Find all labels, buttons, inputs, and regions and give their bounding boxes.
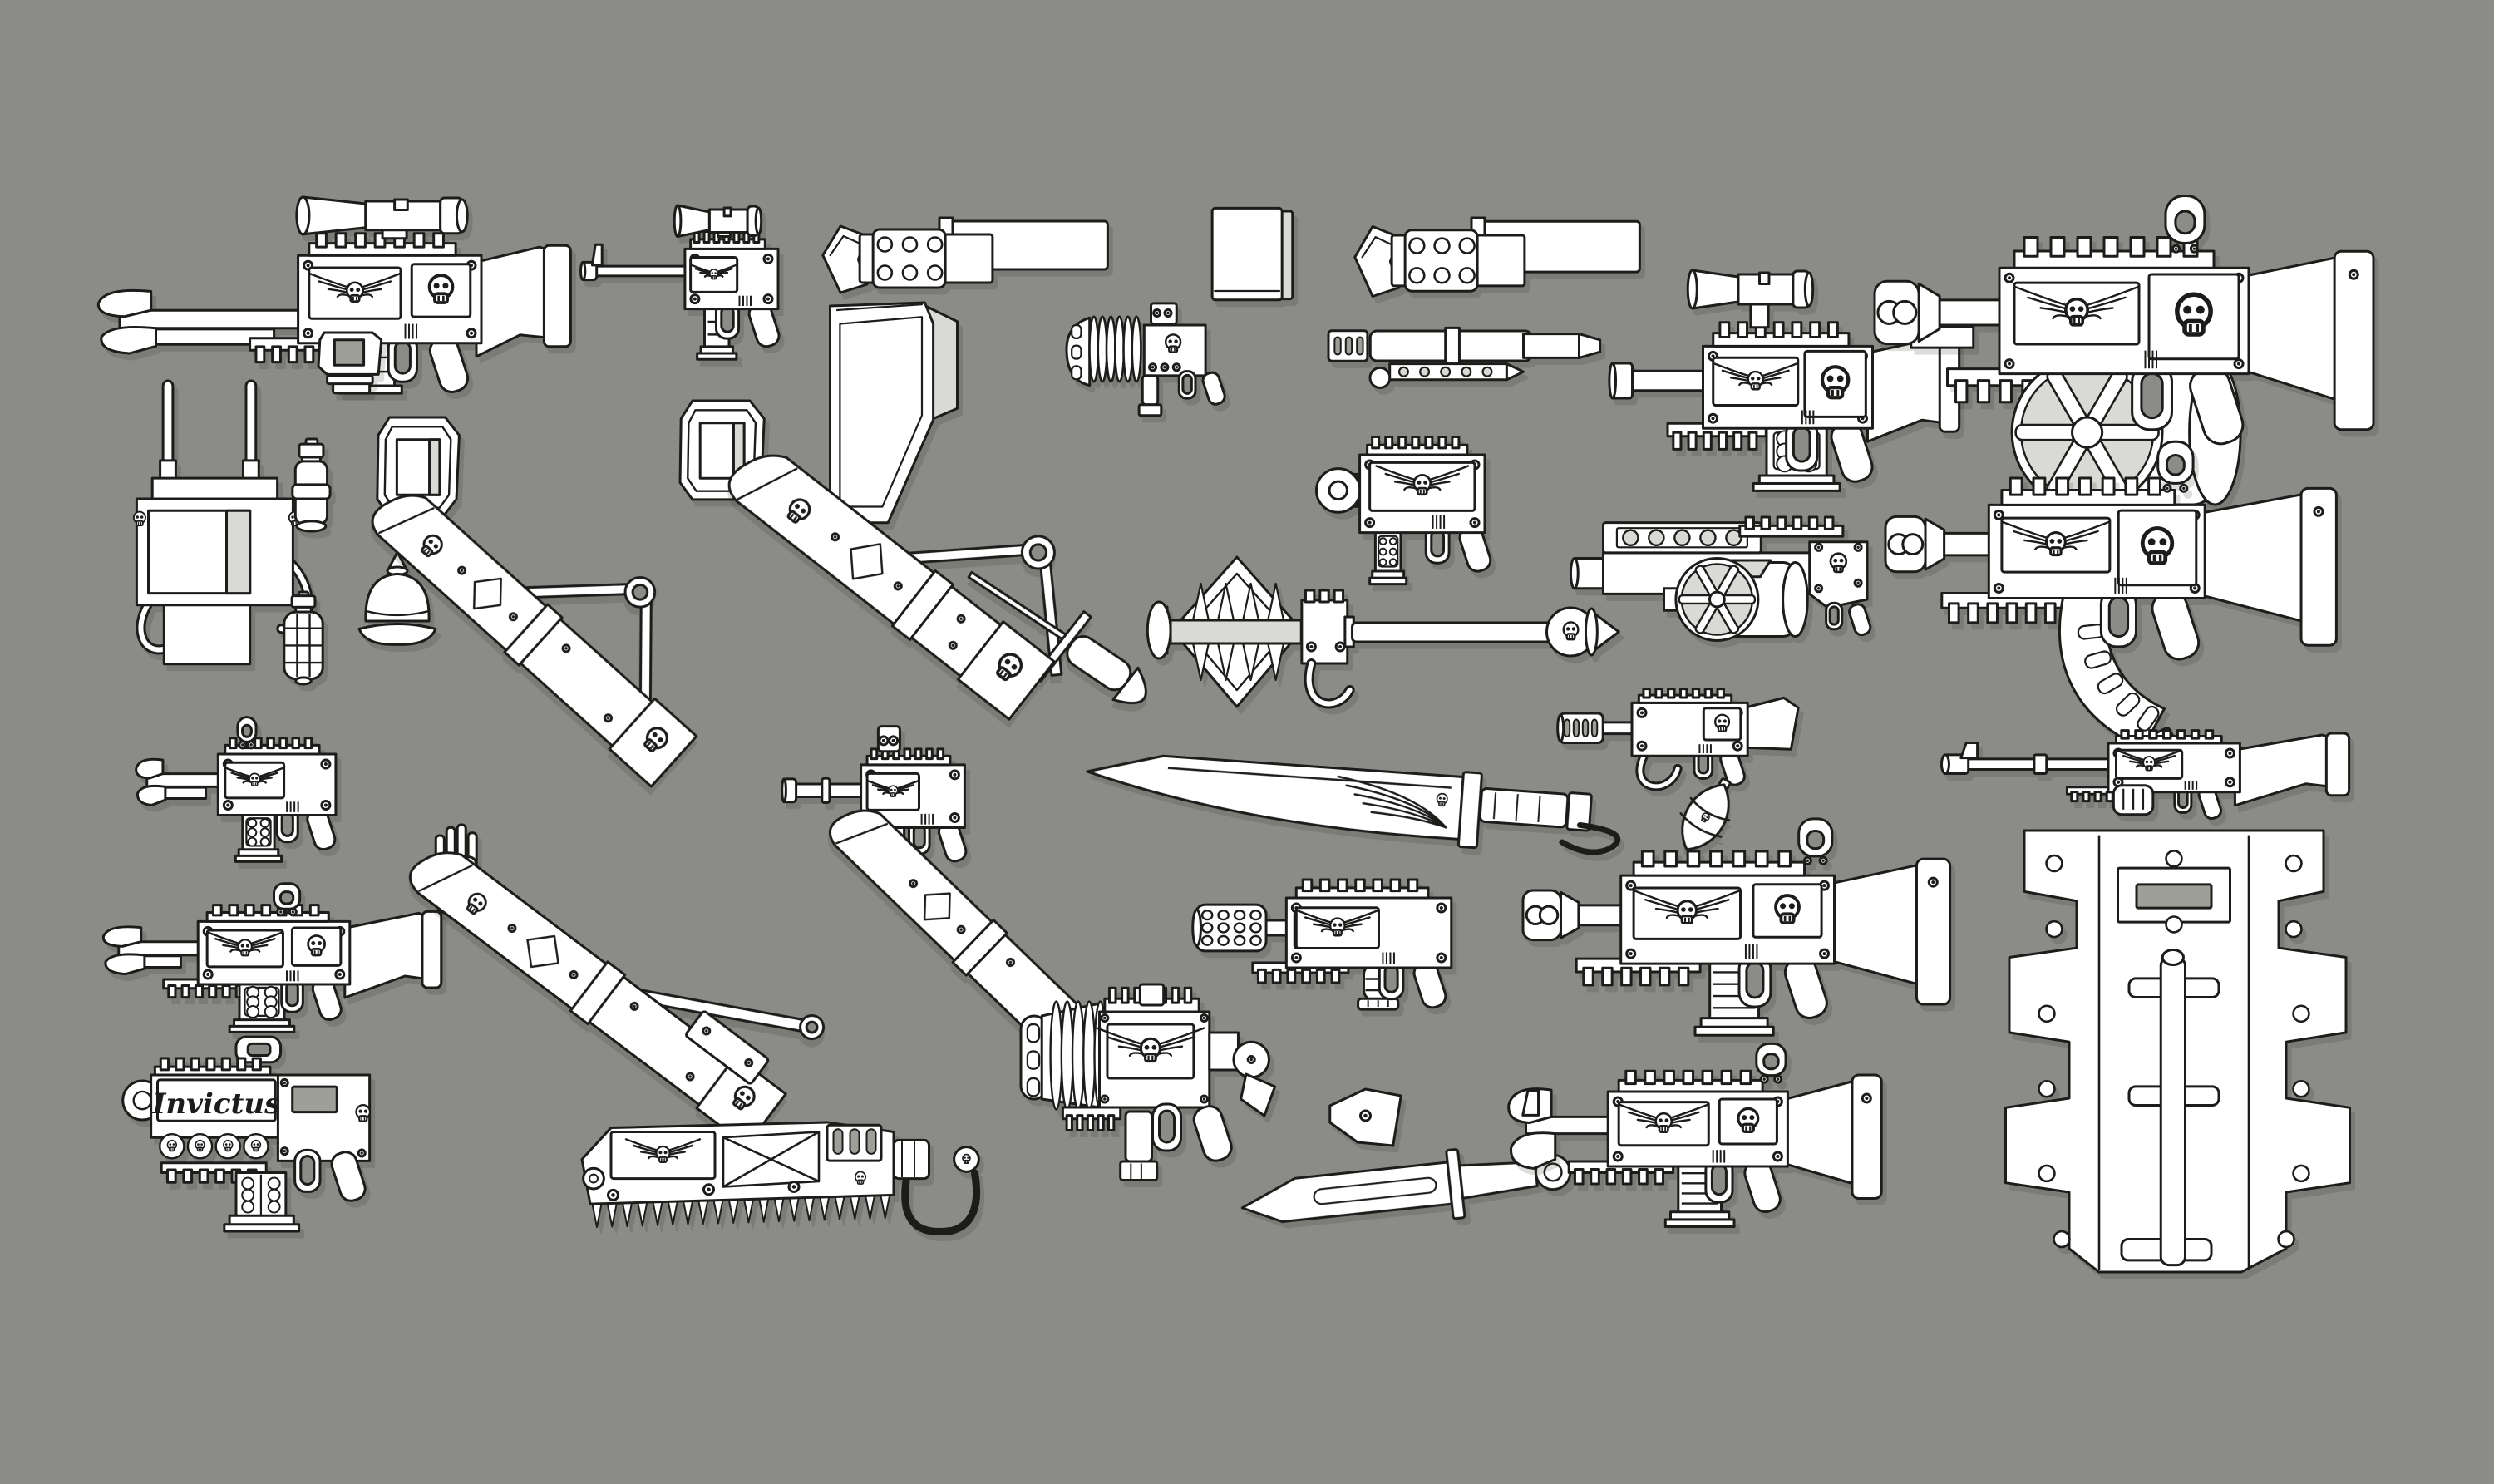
bolt-pistol-drawing bbox=[1314, 436, 1492, 586]
scope-bolter bbox=[1608, 269, 1964, 492]
grenade-carbine bbox=[1556, 680, 1801, 806]
banana-bolter-drawing bbox=[1884, 440, 2338, 768]
belt-strap-left bbox=[821, 216, 1116, 301]
compact-pistol-drawing bbox=[135, 716, 338, 863]
machete-drawing bbox=[1086, 754, 1621, 855]
invictus-bolter-drawing: Invictus bbox=[121, 1035, 372, 1233]
grav-gun-drawing bbox=[1019, 983, 1277, 1181]
flat-pouch-drawing bbox=[1210, 206, 1294, 302]
melta-rifle bbox=[1327, 306, 1607, 406]
stocked-pistol-drawing bbox=[101, 882, 443, 1033]
combat-knife bbox=[1235, 1134, 1582, 1244]
thunder-hammer-drawing bbox=[1146, 555, 1620, 709]
revolver-bolter bbox=[1940, 720, 2355, 836]
sword-scabbard bbox=[697, 353, 1207, 811]
stocked-pistol bbox=[101, 882, 446, 1044]
boarding-shield-drawing bbox=[2004, 829, 2351, 1274]
grav-pistol bbox=[1065, 301, 1236, 422]
banana-bolter bbox=[1884, 440, 2355, 768]
scabbard-plate bbox=[381, 762, 866, 1185]
revolver-bolter-drawing bbox=[1940, 729, 2351, 821]
teardrop-grenade bbox=[1660, 766, 1752, 867]
stick-grenade-drawing bbox=[291, 437, 332, 533]
invictus-bolter: Invictus bbox=[121, 1035, 393, 1233]
stock-part-drawing bbox=[1328, 1087, 1402, 1147]
spiked-helmet bbox=[356, 550, 439, 648]
frag-grenade-drawing bbox=[283, 590, 324, 686]
radio-backpack-drawing bbox=[132, 379, 313, 666]
combat-knife-drawing bbox=[1240, 1148, 1572, 1224]
drum-shotgun bbox=[1569, 515, 1876, 654]
sniper-rifle-drawing bbox=[96, 195, 572, 395]
chainsword-drawing bbox=[580, 1121, 981, 1235]
flare-bolter bbox=[1506, 1042, 1897, 1256]
small-buckle-drawing bbox=[317, 331, 383, 395]
scoped-carbine bbox=[579, 204, 827, 366]
spiked-helmet-drawing bbox=[357, 550, 437, 646]
belt-strap-right bbox=[1353, 216, 1649, 305]
scope-bolter-drawing bbox=[1608, 269, 1961, 492]
machete bbox=[1080, 742, 1641, 864]
svg-text:Invictus: Invictus bbox=[151, 1087, 280, 1121]
flare-bolter-drawing bbox=[1507, 1042, 1883, 1229]
scabbard-hanger-drawing bbox=[371, 494, 698, 788]
grenade-carbine-drawing bbox=[1556, 688, 1800, 791]
scabbard-hanger bbox=[343, 406, 781, 825]
drum-shotgun-drawing bbox=[1569, 515, 1872, 642]
belt-strap-left-drawing bbox=[821, 216, 1109, 294]
grav-pistol-drawing bbox=[1065, 302, 1226, 417]
stick-grenade bbox=[288, 437, 336, 540]
holster-pouch-drawing bbox=[829, 301, 959, 525]
suppressed-smg bbox=[1191, 861, 1532, 1028]
buckle-pouch-1-drawing bbox=[376, 416, 461, 518]
drum-bolter bbox=[1873, 195, 2394, 510]
drum-bolter-drawing bbox=[1873, 195, 2375, 510]
chainsword bbox=[569, 1118, 985, 1255]
rail-bolter-drawing bbox=[1521, 817, 1952, 1037]
suppressed-smg-drawing bbox=[1191, 878, 1453, 1011]
sword-scabbard-drawing bbox=[727, 454, 1147, 721]
rail-bolter bbox=[1521, 817, 1968, 1065]
holster-pouch bbox=[823, 301, 964, 530]
grav-gun bbox=[1019, 983, 1283, 1191]
frag-grenade bbox=[279, 590, 328, 688]
radio-backpack bbox=[129, 379, 324, 676]
boarding-shield bbox=[1987, 816, 2361, 1286]
sniper-rifle bbox=[96, 195, 578, 399]
stock-part bbox=[1326, 1086, 1405, 1152]
scabbard-plate-drawing bbox=[408, 851, 826, 1147]
teardrop-grenade-drawing bbox=[1679, 777, 1732, 851]
thunder-hammer bbox=[1146, 550, 1626, 717]
buckle-pouch-1 bbox=[371, 414, 464, 520]
belt-strap-right-drawing bbox=[1353, 216, 1641, 298]
flat-pouch bbox=[1210, 206, 1297, 306]
compact-pistol bbox=[135, 716, 380, 870]
melta-rifle-drawing bbox=[1327, 326, 1602, 389]
small-buckle bbox=[313, 329, 386, 396]
bolt-pistol bbox=[1314, 422, 1524, 586]
scoped-carbine-drawing bbox=[579, 204, 781, 361]
